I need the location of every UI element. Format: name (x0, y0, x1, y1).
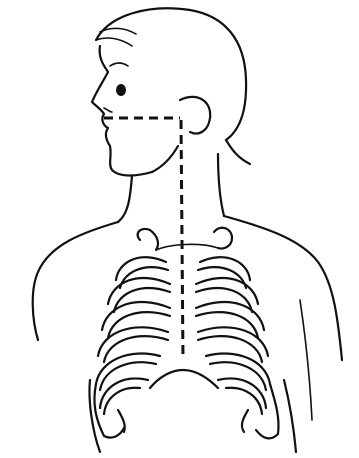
clavicles (138, 228, 232, 250)
hair-strand (96, 38, 132, 46)
hair-strand-2 (100, 28, 136, 34)
right-floating-rib (242, 410, 248, 432)
diaphragm-arch (150, 370, 218, 388)
left-ribs (94, 257, 170, 437)
right-rib-2-inner (196, 288, 252, 312)
right-rib-5-inner (210, 362, 266, 390)
left-rib-5-inner (100, 362, 156, 390)
left-clavicle (138, 229, 158, 250)
sternum-top (156, 244, 218, 250)
neck-front (118, 176, 132, 222)
left-rib-4-inner (104, 336, 168, 362)
right-waist (284, 380, 296, 452)
eye (116, 84, 126, 96)
nostril (104, 108, 112, 112)
left-rib-2-inner (114, 288, 170, 312)
right-shoulder (224, 216, 342, 360)
right-rib-4-inner (198, 336, 262, 362)
back-of-head (226, 140, 250, 164)
right-rib-3-inner (196, 312, 258, 338)
airway-vertical (181, 120, 183, 360)
left-rib-3-inner (108, 312, 170, 338)
neck-and-shoulders (33, 154, 342, 360)
left-rib-6-inner (104, 388, 140, 414)
right-ribs (196, 257, 279, 438)
neck-back (218, 154, 224, 216)
right-rib-6-inner (226, 388, 262, 414)
ear (180, 97, 210, 134)
eyebrow (110, 63, 128, 66)
left-rib-2 (108, 278, 170, 304)
left-floating-rib (118, 410, 125, 432)
right-arm-inner (300, 300, 312, 420)
jaw-line (152, 146, 178, 172)
head (92, 8, 250, 175)
face-profile (92, 46, 152, 176)
right-clavicle (214, 228, 232, 249)
right-rib-2 (196, 278, 258, 304)
